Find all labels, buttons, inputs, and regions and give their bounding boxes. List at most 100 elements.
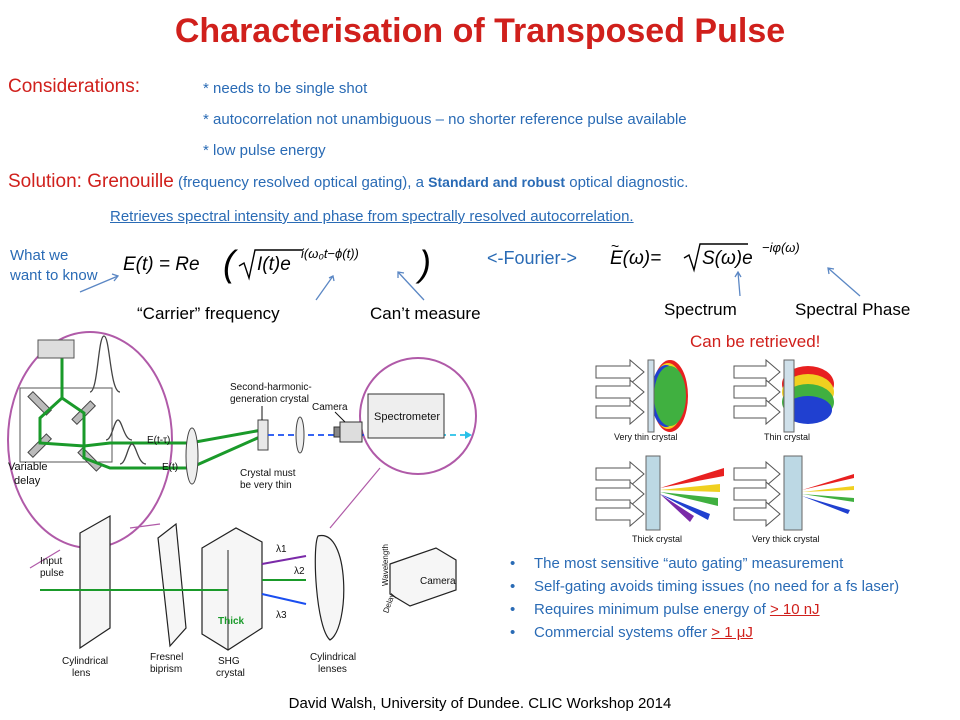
solution-name: Grenouille <box>87 171 174 192</box>
dial-box <box>37 339 75 359</box>
arrowhead-cant-measure <box>397 271 405 278</box>
bullet-item-2: • Self-gating avoids timing issues (no ne… <box>500 577 955 597</box>
biprism-label: biprism <box>150 664 182 675</box>
thick-label: Thick <box>218 616 245 627</box>
focusing-lens <box>185 427 199 485</box>
lens-label: lens <box>72 668 90 679</box>
arrow-carrier <box>315 275 334 301</box>
cyl-lens-top <box>295 416 305 454</box>
cylindrical-lenses-label-b: lenses <box>318 664 347 675</box>
arrow-what-we-want <box>79 275 119 293</box>
grenouille-diagram: Variable delay E(t-τ) E(t) Second-harmon… <box>7 331 477 679</box>
second-harmonic-label: Second-harmonic- <box>230 382 312 393</box>
cylindrical-lenses-label-a: Cylindrical <box>310 652 356 663</box>
fresnel-label: Fresnel <box>150 652 183 663</box>
generation-crystal-label: generation crystal <box>230 394 309 405</box>
lambda1-label: λ1 <box>276 544 287 555</box>
carrier-frequency-label: “Carrier” frequency <box>137 304 280 323</box>
svg-text:−iφ(ω): −iφ(ω) <box>762 240 800 255</box>
cylindrical-lens-label: Cylindrical <box>62 656 108 667</box>
slide-title: Characterisation of Transposed Pulse <box>174 12 786 50</box>
delay-axis-label: Delay <box>381 592 396 614</box>
camera-bottom-shape <box>389 547 457 607</box>
very-thin-crystal: Very thin crystal <box>595 358 688 442</box>
arrowhead-spectral-phase <box>827 267 835 275</box>
bullet-dot: • <box>510 601 516 618</box>
camera-lens-top <box>333 426 341 438</box>
cylindrical-lens-shape <box>79 514 111 650</box>
frequency-domain-equation: E(ω)= ~ S(ω)e −iφ(ω) <box>610 238 870 283</box>
spectrum-label: Spectrum <box>664 300 737 319</box>
annotation-arrows <box>79 267 861 301</box>
what-we-want-label: What we want to know <box>10 247 98 284</box>
thick-label-crystal: Thick crystal <box>632 534 682 544</box>
shg-crystal <box>257 419 269 451</box>
pulse-label: pulse <box>40 568 64 579</box>
be-very-thin-label: be very thin <box>240 480 292 491</box>
bullet-text-3: Requires minimum pulse energy of <box>534 601 770 618</box>
bullet-item-1: • The most sensitive “auto gating” measur… <box>500 554 955 574</box>
bullet-dot: • <box>510 555 516 572</box>
lambda3-arrow <box>261 593 307 605</box>
footer-credit: David Walsh, University of Dundee. CLIC … <box>288 695 672 712</box>
fresnel-biprism-shape <box>157 522 187 648</box>
arrow-cant-measure <box>397 271 425 301</box>
solution-line: Solution: Grenouille (frequency resolved… <box>8 171 688 193</box>
arrow-spectrum <box>737 271 741 297</box>
solution-desc-a: (frequency resolved optical gating), a <box>173 174 429 191</box>
camera-top-label: Camera <box>312 402 348 413</box>
spectral-phase-label: Spectral Phase <box>795 300 911 319</box>
svg-text:): ) <box>415 246 431 284</box>
solution-desc-b: optical diagnostic. <box>565 174 689 191</box>
shg-label: SHG <box>218 656 240 667</box>
time-domain-equation: E(t) = Re ( I(t)e i(ω₀t−ϕ(t)) ) <box>123 243 443 297</box>
camera-bottom-label: Camera <box>420 576 456 587</box>
wavelength-axis-label: Wavelength <box>381 544 390 586</box>
very-thick-label: Very thick crystal <box>752 534 820 544</box>
zoom-line-3 <box>329 467 381 529</box>
advantages-list: • The most sensitive “auto gating” measur… <box>500 554 955 646</box>
pulse-shape-top <box>89 335 121 393</box>
bullet-item-4: •Commercial systems offer > 1 μJ <box>500 623 955 643</box>
arrow-spectral-phase <box>827 267 861 297</box>
svg-text:I(t)e: I(t)e <box>257 254 291 275</box>
thick-shg-crystal-shape <box>201 527 263 651</box>
thick-crystal: Thick crystal <box>595 455 724 544</box>
variable-label: Variable <box>8 461 48 473</box>
spectrometer-box <box>367 393 445 439</box>
variable-delay-box <box>19 387 113 463</box>
pulse-shape-low <box>119 443 147 465</box>
bullet-text-1: The most sensitive “auto gating” measure… <box>534 555 844 572</box>
consideration-item-2: * autocorrelation not unambiguous – no s… <box>203 111 687 128</box>
bullet-dot: • <box>510 578 516 595</box>
beam-path-1 <box>38 356 263 448</box>
zoom-line-2 <box>129 523 161 529</box>
commercial-energy-value: > 1 μJ <box>711 624 753 641</box>
arrowhead-spectrum <box>734 270 742 278</box>
bullet-text-2: Self-gating avoids timing issues (no nee… <box>534 578 900 595</box>
beam-path-2 <box>61 396 263 470</box>
lambda3-label: λ3 <box>276 610 287 621</box>
lambda2-label: λ2 <box>294 566 305 577</box>
consideration-item-1: * needs to be single shot <box>203 80 368 97</box>
crystal-label: crystal <box>216 668 245 679</box>
thin-label: Thin crystal <box>764 432 810 442</box>
arrowhead-carrier <box>328 275 335 282</box>
thin-crystal: Thin crystal <box>733 358 834 442</box>
very-thin-label: Very thin crystal <box>614 432 678 442</box>
retrieves-text: Retrieves spectral intensity and phase f… <box>110 208 634 225</box>
crystal-must-label: Crystal must <box>240 468 296 479</box>
svg-text:S(ω)e: S(ω)e <box>702 248 753 269</box>
svg-text:E(ω)=: E(ω)= <box>610 248 661 269</box>
solution-label: Solution: <box>8 171 88 192</box>
svg-text:~: ~ <box>611 238 619 254</box>
bullet-item-3: • Requires minimum pulse energy of > 10 n… <box>500 600 955 620</box>
fourier-label: <-Fourier-> <box>487 248 578 268</box>
min-energy-value: > 10 nJ <box>769 601 820 618</box>
pulse-shape-mid <box>105 419 133 441</box>
mirror-3 <box>27 433 53 459</box>
time-equation-svg: E(t) = Re ( I(t)e i(ω₀t−ϕ(t)) ) <box>123 243 431 284</box>
e-t-label: E(t) <box>162 462 178 473</box>
zoom-circle-right <box>359 357 477 475</box>
considerations-label: Considerations: <box>8 76 141 97</box>
